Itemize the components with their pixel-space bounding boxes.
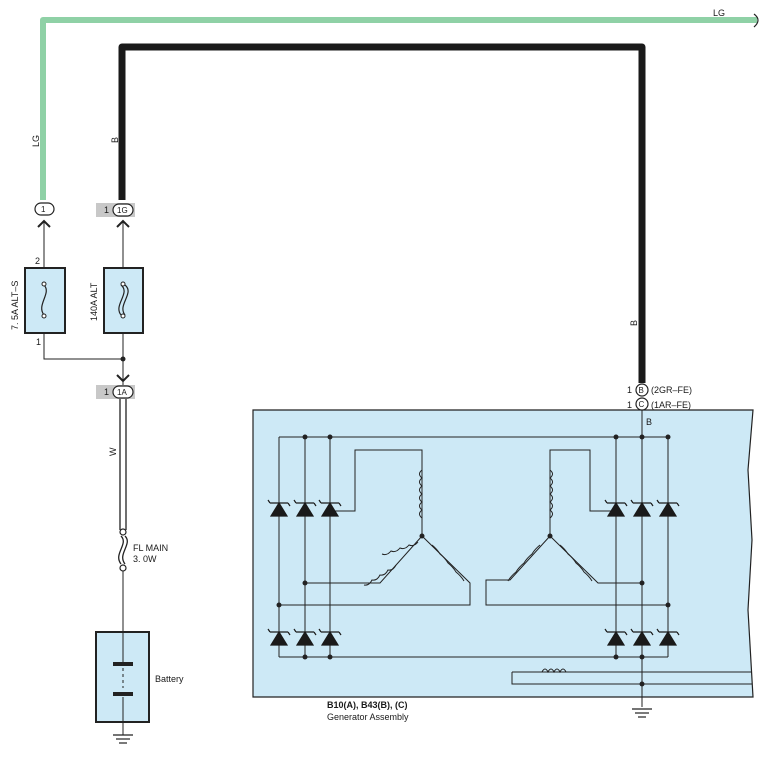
- b-wire-right-label: B: [629, 320, 639, 326]
- stator-coils: [363, 469, 593, 674]
- gen-connector-b-letter: B: [639, 386, 644, 395]
- gen-connector-b-note: (2GR–FE): [651, 385, 692, 395]
- b-wire: [118, 43, 646, 383]
- b-wire-left-label: B: [110, 137, 120, 143]
- generator-internal-wiring: [278, 410, 752, 707]
- lg-wire: [40, 17, 757, 200]
- generator-code: B10(A), B43(B), (C): [327, 700, 408, 710]
- junction-dot: [120, 356, 126, 362]
- junction-chevron: [116, 374, 130, 383]
- battery-plate-top: [113, 662, 133, 666]
- generator-body: [252, 409, 754, 698]
- generator-ground-icon: [632, 708, 652, 718]
- junction-connector-pin-tag: 1A: [117, 388, 127, 397]
- alt-connector: [112, 203, 134, 217]
- generator-name: Generator Assembly: [327, 712, 409, 722]
- gen-connector-c-note: (1AR–FE): [651, 400, 691, 410]
- lg-connector: [34, 202, 55, 216]
- lg-connector-pin: 1: [41, 205, 46, 214]
- lg-wire-vertical-label: LG: [31, 135, 41, 147]
- battery-ground-icon: [113, 734, 133, 744]
- lg-wire-break-symbol: [753, 13, 759, 28]
- battery-label: Battery: [155, 674, 184, 684]
- gen-connector-b: [635, 383, 649, 397]
- fuse-alt-s-pin-bottom: 1: [36, 337, 41, 347]
- gen-inside-b-label: B: [646, 417, 652, 427]
- fuse-alt-element: [118, 284, 129, 316]
- fuse-alt-s-pin-top: 2: [35, 256, 40, 266]
- alt-connector-pin-num: 1: [104, 205, 109, 215]
- fuse-alt-s: [24, 267, 66, 334]
- rectifier-diodes: [267, 499, 680, 646]
- fl-main-element: [118, 535, 128, 565]
- battery-plate-bottom: [113, 692, 133, 696]
- alt-connector-pin-tag: 1G: [117, 206, 128, 215]
- junction-connector-pin-num: 1: [104, 387, 109, 397]
- gen-connector-c-letter: C: [639, 400, 645, 409]
- fuse-alt-label: 140A ALT: [89, 282, 99, 321]
- fl-main-rating: 3. 0W: [133, 554, 157, 564]
- fuse-alt: [103, 267, 144, 334]
- junction-connector: [112, 385, 134, 399]
- fl-main-label: FL MAIN: [133, 543, 168, 553]
- w-wire-label: W: [108, 447, 118, 456]
- gen-connector-b-pin: 1: [627, 385, 632, 395]
- fuse-alt-s-label: 7. 5A ALT–S: [10, 281, 20, 330]
- fuse-alt-s-element: [41, 284, 47, 316]
- gen-connector-c-pin: 1: [627, 400, 632, 410]
- lg-wire-top-label: LG: [713, 8, 725, 18]
